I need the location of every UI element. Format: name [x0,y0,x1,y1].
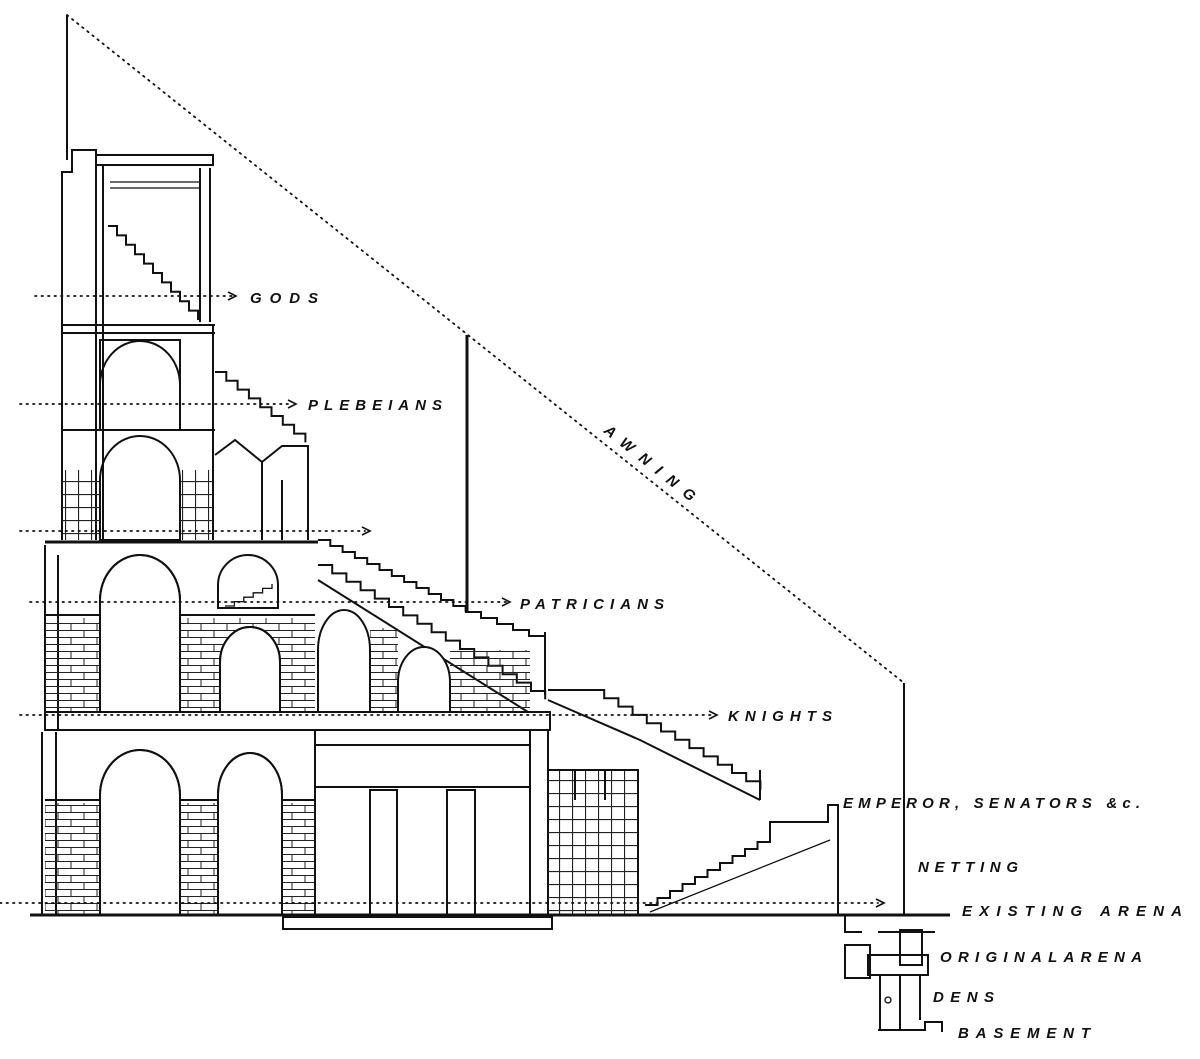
label-existing-arena: EXISTING ARENA [962,903,1182,920]
label-knights: KNIGHTS [728,708,832,725]
knights-arrow-icon [708,710,719,720]
masts [66,15,905,915]
label-plebeians: PLEBEIANS [308,397,442,414]
tower-cornice [95,154,214,166]
arch-lower-left-bg [99,749,181,916]
tower-right-column [199,168,211,322]
label-patricians: PATRICIANS [520,596,664,613]
stair-knights [590,689,762,790]
gods-arrow-icon [227,291,238,301]
level-markers [0,291,886,908]
label-awning: AWNING [600,421,699,505]
plebeians-arrow-icon [287,399,298,409]
tower-brick-left [62,470,100,540]
arch-upper-right-bg [219,626,281,713]
upper-level-arrow-icon [361,526,372,536]
stair-patrician-lower [465,611,546,642]
vault-brick-b [450,650,530,712]
vault-arch-a [317,609,371,713]
arena-arrow-icon [875,898,886,908]
den-box [844,944,871,979]
stair-window [225,584,273,607]
base-platform [282,916,553,930]
tower-lower-arch [99,435,181,541]
tower-left-pilaster [61,149,97,540]
substructure [844,915,943,1032]
knights-underside [547,699,761,801]
arch-lower-right-bg [217,752,283,916]
plebeian-side-walls [214,438,309,540]
stair-podium [645,835,771,906]
stair-patrician [318,539,467,612]
label-dens: DENS [933,989,994,1006]
label-original-arena: ORIGINALARENA [940,949,1142,966]
den-door-icon [884,996,892,1004]
outer-pier [529,729,549,916]
tower-floor-line [62,324,215,334]
tower-beam [110,181,200,189]
vault-brick-a [370,628,398,712]
podium-diagonal [649,839,831,913]
label-gods: GODS [250,290,318,307]
window-arch [217,554,279,609]
arch-lower-right [217,752,283,916]
second-storey [44,539,551,731]
tower-brick-right [180,470,213,540]
inner-wall-brick [548,770,638,915]
stair-plebeian [215,371,307,443]
pier-b [446,789,476,916]
arena-edge [844,915,935,933]
awning-line [66,14,905,684]
plebeian-arch [99,340,181,431]
inner-wall-outline [548,769,639,915]
upper-tower [61,149,309,541]
original-arena-floor [867,954,929,976]
podium-wall [769,804,839,915]
second-storey-cornice [44,711,551,731]
arch-upper-left-bg [99,554,181,713]
ground-storey [41,689,839,930]
pier-a [369,789,398,916]
label-emperor: EMPEROR, SENATORS &c. [843,795,1140,812]
basement-floor [878,1021,943,1032]
stair-top [108,225,199,320]
den-walls [879,975,921,1030]
arch-upper-left [99,554,181,713]
label-netting: NETTING [918,859,1018,876]
corridor-beam [314,744,531,788]
arch-upper-right [219,626,281,713]
label-basement: BASEMENT [958,1025,1092,1042]
den-column [899,929,923,966]
vault-arch-b [397,646,451,713]
arch-lower-left [99,749,181,916]
patricians-arrow-icon [501,597,512,607]
